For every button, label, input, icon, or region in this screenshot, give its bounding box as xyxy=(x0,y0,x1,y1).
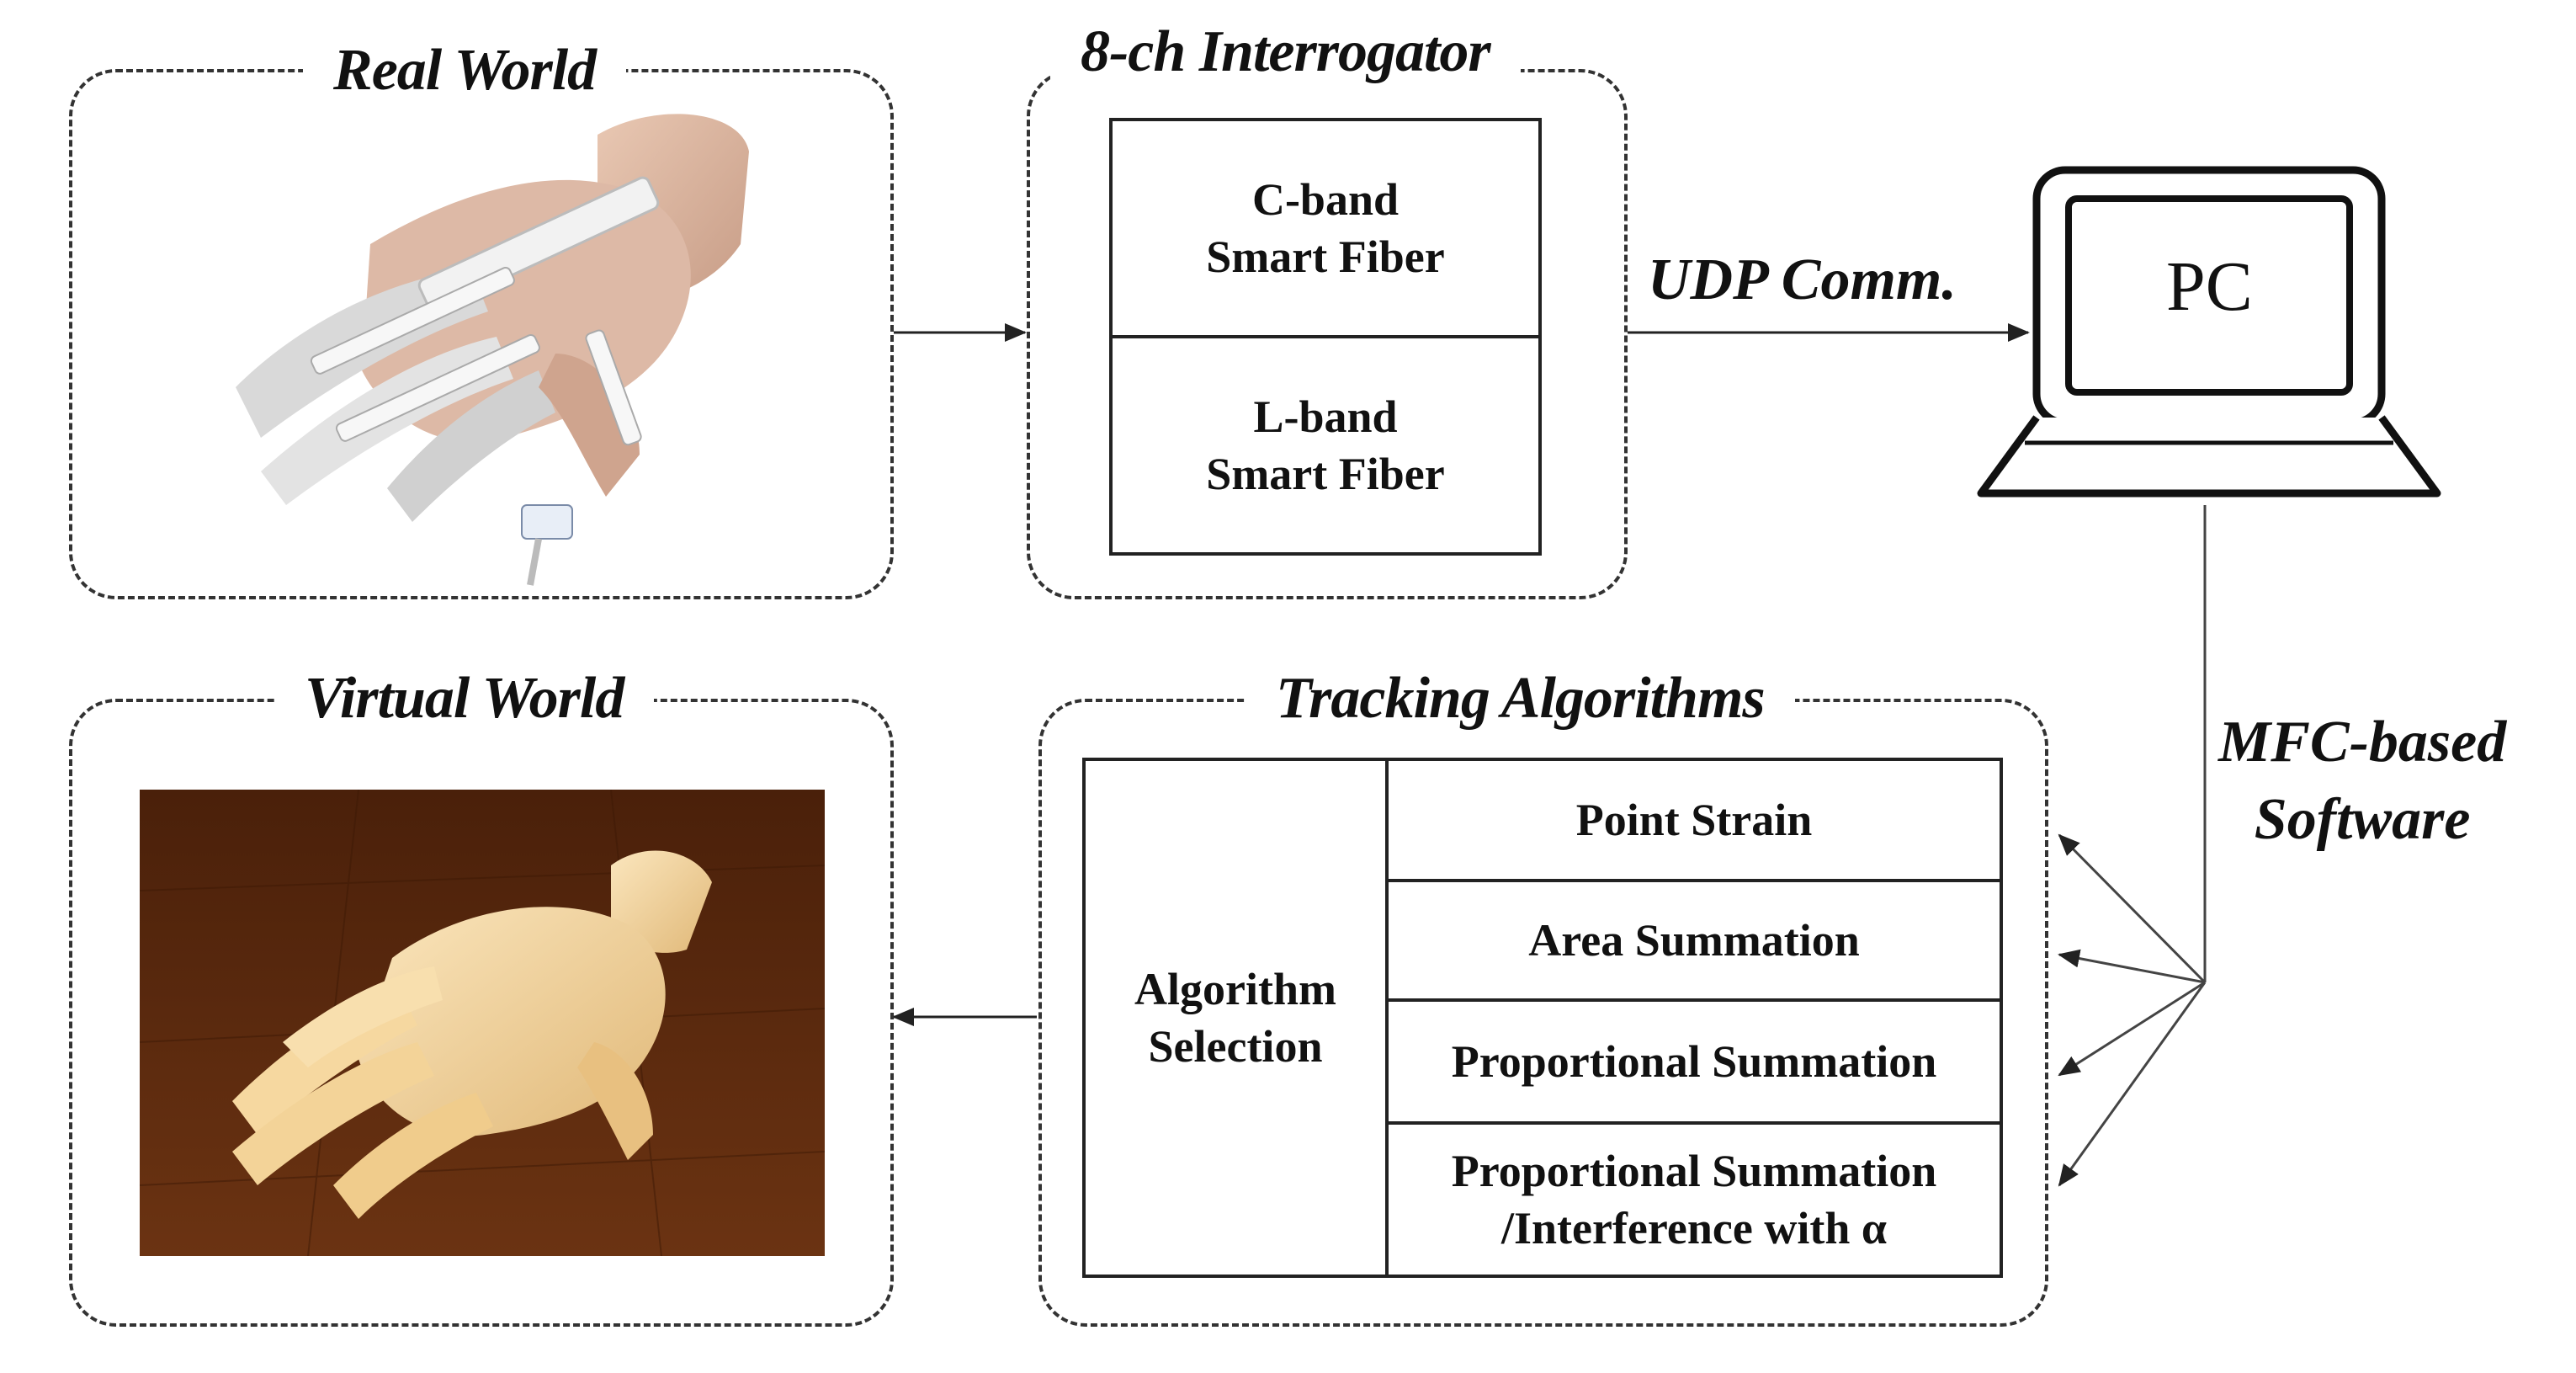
algorithm-proportional-interference: Proportional Summation/Interference with… xyxy=(1385,1121,2003,1278)
arrow-fan-point-strain xyxy=(2058,833,2207,984)
real-world-title: Real World xyxy=(303,37,627,104)
arrow-fan-proportional xyxy=(2058,981,2206,1077)
algorithm-point-strain: Point Strain xyxy=(1385,758,2003,882)
algorithm-area-summation: Area Summation xyxy=(1385,879,2003,1002)
virtual-world-title: Virtual World xyxy=(274,665,655,732)
laptop-icon xyxy=(1977,166,2441,498)
interrogator-title: 8-ch Interrogator xyxy=(1050,19,1521,86)
pc-label: PC xyxy=(2166,247,2253,326)
software-label: MFC-based Software xyxy=(2218,710,2507,852)
algorithm-proportional-summation: Proportional Summation xyxy=(1385,998,2003,1125)
tracking-title: Tracking Algorithms xyxy=(1246,665,1795,732)
udp-comm-label: UDP Comm. xyxy=(1648,247,1957,312)
arrow-fan-area-summation xyxy=(2058,949,2206,984)
virtual-hand-render xyxy=(140,790,825,1256)
glove-hand-photo xyxy=(236,114,749,586)
arrow-fan-interference xyxy=(2058,982,2207,1187)
